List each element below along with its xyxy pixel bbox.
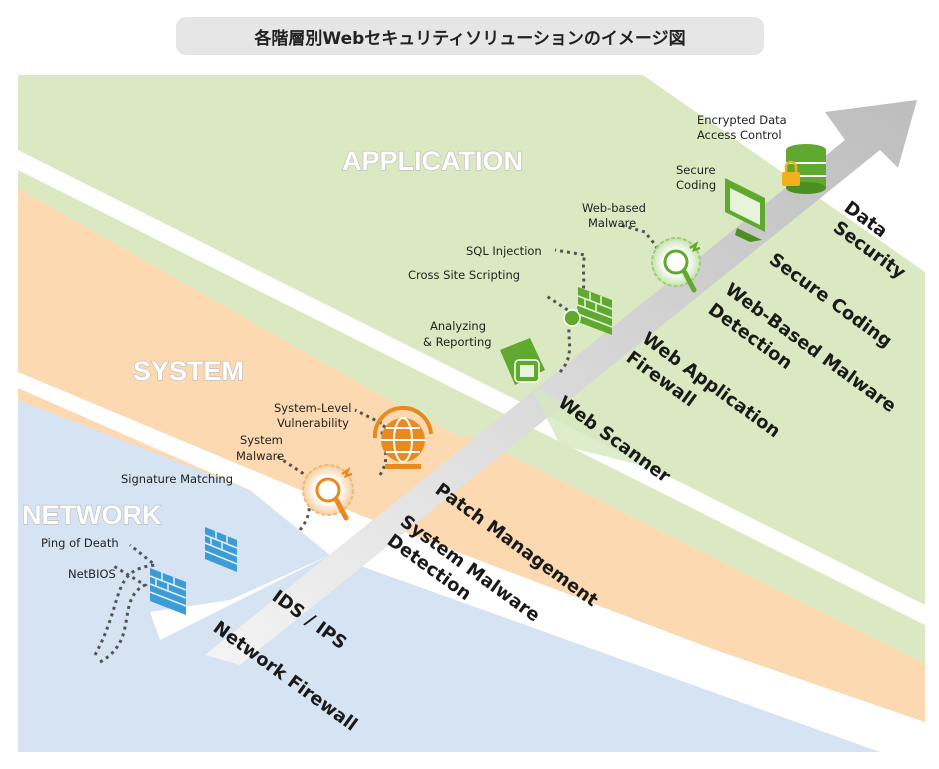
system-label: SYSTEM (133, 356, 244, 386)
orange-magnifier-icon (302, 464, 354, 521)
application-label: APPLICATION (342, 146, 523, 176)
threat-analyzing-2: & Reporting (423, 335, 492, 349)
threat-netbios: NetBIOS (68, 567, 116, 581)
network-band (18, 400, 880, 752)
database-lock-icon (782, 144, 826, 194)
network-divider (150, 555, 330, 640)
threat-system-vuln-2: Vulnerability (277, 416, 349, 430)
threat-system-vuln-1: System-Level (274, 401, 351, 415)
threat-secure-coding-2: Coding (676, 178, 716, 192)
system-band-right (320, 435, 925, 722)
green-magnifier-icon (651, 237, 701, 293)
threat-sql-injection: SQL Injection (466, 244, 542, 258)
web-scanner-camera-icon (500, 338, 680, 475)
threat-secure-coding-1: Secure (676, 163, 716, 177)
threat-system-malware-1: System (240, 433, 283, 447)
diagram-title: 各階層別Webセキュリティソリューションのイメージ図 (176, 17, 764, 55)
band-divider-2 (18, 372, 939, 760)
blue-firewall-icon-network (149, 568, 187, 615)
threat-web-malware-2: Malware (588, 216, 636, 230)
threat-system-malware-2: Malware (236, 449, 284, 463)
band-divider-1 (18, 150, 925, 625)
main-arrow (205, 100, 917, 665)
green-firewall-icon (563, 287, 613, 335)
threat-encrypted-data-2: Access Control (697, 128, 782, 142)
threat-signature-matching: Signature Matching (121, 472, 233, 486)
threat-ping-of-death: Ping of Death (41, 536, 119, 550)
globe-patch-icon (372, 406, 433, 469)
monitor-icon (725, 178, 765, 242)
threat-xss: Cross Site Scripting (408, 268, 520, 282)
blue-firewall-icon-ids (204, 527, 238, 572)
network-label: NETWORK (22, 500, 162, 530)
threat-web-malware-1: Web-based (582, 201, 646, 215)
threat-encrypted-data-1: Encrypted Data (697, 113, 787, 127)
application-band (18, 75, 925, 664)
threat-analyzing-1: Analyzing (430, 319, 486, 333)
